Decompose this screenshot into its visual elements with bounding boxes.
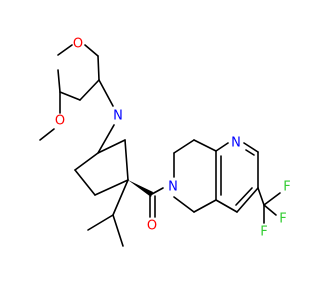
stereo-wedge-bond (128, 180, 153, 197)
oxane-ring-bonds (57, 44, 100, 101)
ring-oxygen-label: O (73, 37, 83, 52)
fluorine-top-label: F (283, 180, 290, 195)
amide-nitrogen-label: N (168, 180, 178, 195)
methoxy-oxygen-label: O (55, 114, 65, 129)
trifluoromethyl-bonds (257, 187, 281, 224)
amine-linker-bonds (97, 79, 115, 154)
methoxy-bonds (39, 91, 61, 141)
isopropyl-bonds (87, 179, 129, 247)
carbonyl-bonds (149, 187, 164, 218)
fluorine-right-label: F (279, 212, 286, 227)
pyridine-nitrogen-label: N (231, 136, 241, 151)
saturated-ring-bonds (173, 139, 217, 213)
cyclopentane-ring-bonds (74, 139, 129, 196)
molecule-canvas: O N O N N O F F F (39, 36, 291, 247)
pyridine-ring-bonds (215, 142, 259, 213)
carbonyl-oxygen-label: O (147, 219, 157, 234)
amine-nitrogen-label: N (113, 109, 123, 124)
fluorine-bottom-label: F (260, 225, 267, 240)
molecule-structure: O N O N N O F F F (39, 37, 291, 247)
